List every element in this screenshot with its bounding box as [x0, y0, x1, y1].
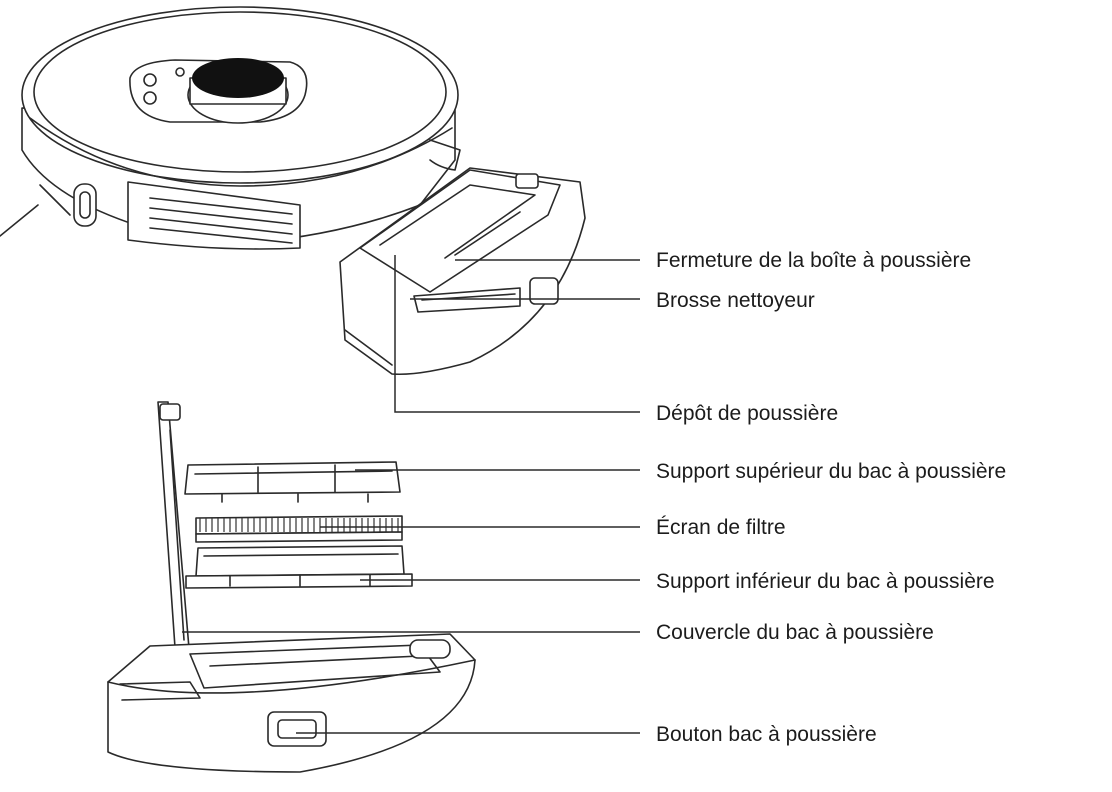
- label-filter-screen: Écran de filtre: [656, 517, 786, 538]
- label-bin-upper-support: Support supérieur du bac à poussière: [656, 461, 1006, 482]
- label-bin-lower-support: Support inférieur du bac à poussière: [656, 571, 995, 592]
- label-dustbox-closure: Fermeture de la boîte à poussière: [656, 250, 971, 271]
- label-dust-deposit: Dépôt de poussière: [656, 403, 838, 424]
- label-bin-button: Bouton bac à poussière: [656, 724, 877, 745]
- label-bin-cover: Couvercle du bac à poussière: [656, 622, 934, 643]
- robot-vacuum-illustration: [0, 7, 460, 249]
- filter-screen-illustration: [196, 516, 402, 542]
- upper-support-illustration: [185, 462, 400, 502]
- label-cleaning-brush: Brosse nettoyeur: [656, 290, 815, 311]
- lower-support-illustration: [186, 546, 412, 588]
